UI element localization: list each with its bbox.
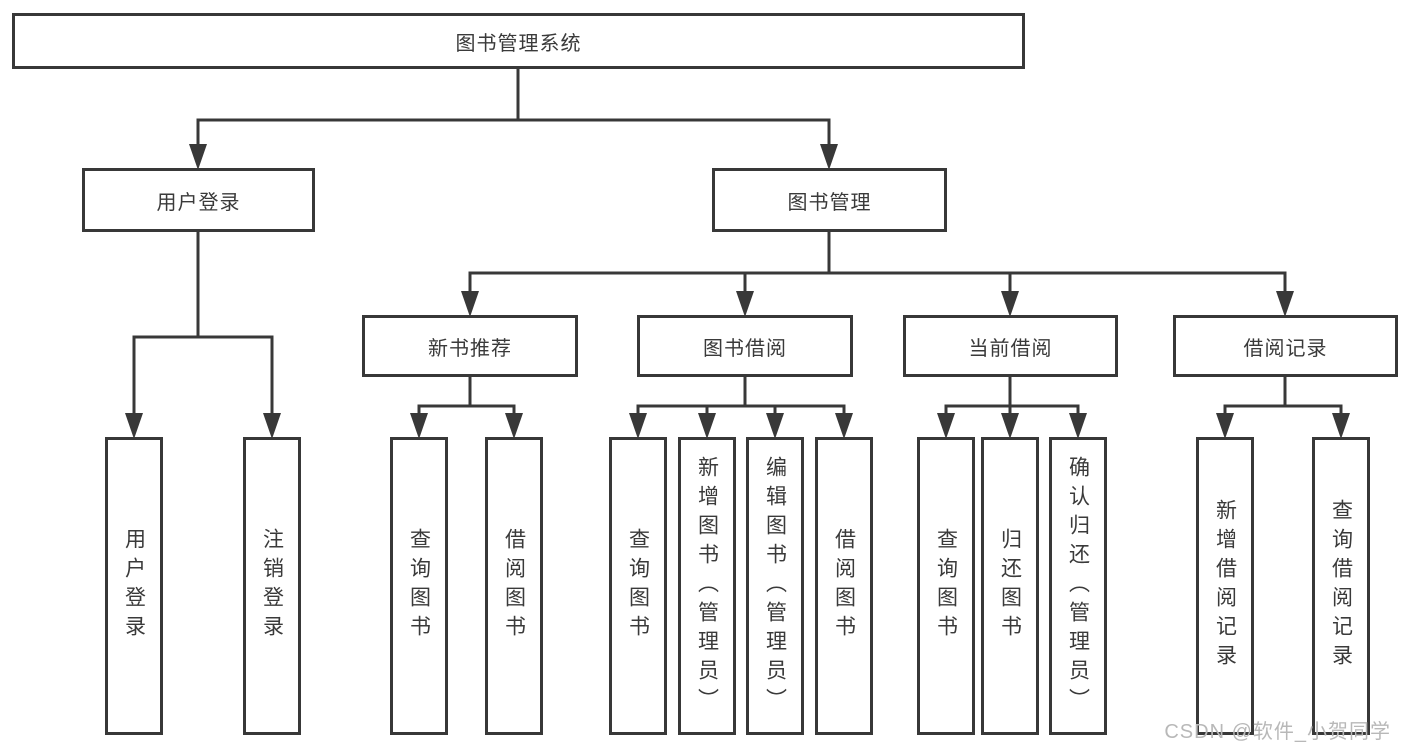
node-user-login-label: 用户登录 — [156, 191, 241, 214]
node-book-borrowing: 图书借阅 — [637, 315, 853, 377]
leaf-confirm-return-admin: 确认归还（管理员） — [1049, 437, 1107, 735]
node-borrowing-records: 借阅记录 — [1173, 315, 1398, 377]
node-current-borrowing: 当前借阅 — [903, 315, 1118, 377]
leaf-add-books-admin-label: 新增图书（管理员） — [695, 455, 719, 717]
node-current-borrowing-label: 当前借阅 — [968, 337, 1053, 360]
leaf-logout-label: 注销登录 — [260, 528, 284, 644]
leaf-rec-borrow-books: 借阅图书 — [485, 437, 543, 735]
leaf-edit-books-admin: 编辑图书（管理员） — [746, 437, 804, 735]
node-new-book-recommendation-label: 新书推荐 — [428, 337, 512, 360]
csdn-watermark: CSDN @软件_小贺同学 — [1164, 721, 1391, 743]
leaf-return-books-label: 归还图书 — [998, 528, 1022, 644]
node-user-login: 用户登录 — [82, 168, 315, 232]
leaf-rec-query-books-label: 查询图书 — [407, 528, 431, 644]
leaf-rec-query-books: 查询图书 — [390, 437, 448, 735]
leaf-query-borrow-record-label: 查询借阅记录 — [1329, 499, 1353, 673]
node-book-management: 图书管理 — [712, 168, 947, 232]
leaf-confirm-return-admin-label: 确认归还（管理员） — [1066, 455, 1090, 717]
leaf-add-borrow-record-label: 新增借阅记录 — [1213, 499, 1237, 673]
node-root-system: 图书管理系统 — [12, 13, 1025, 69]
leaf-return-books: 归还图书 — [981, 437, 1039, 735]
node-book-borrowing-label: 图书借阅 — [703, 337, 787, 360]
node-root-label: 图书管理系统 — [455, 32, 582, 55]
node-new-book-recommendation: 新书推荐 — [362, 315, 578, 377]
leaf-borrow-books-label: 借阅图书 — [832, 528, 856, 644]
leaf-borrow-query-books-label: 查询图书 — [626, 528, 650, 644]
leaf-current-query-books: 查询图书 — [917, 437, 975, 735]
node-borrowing-records-label: 借阅记录 — [1243, 337, 1328, 360]
leaf-user-login: 用户登录 — [105, 437, 163, 735]
node-book-management-label: 图书管理 — [787, 191, 872, 214]
leaf-user-login-label: 用户登录 — [122, 528, 146, 644]
leaf-add-borrow-record: 新增借阅记录 — [1196, 437, 1254, 735]
leaf-borrow-books: 借阅图书 — [815, 437, 873, 735]
leaf-borrow-query-books: 查询图书 — [609, 437, 667, 735]
leaf-logout: 注销登录 — [243, 437, 301, 735]
leaf-edit-books-admin-label: 编辑图书（管理员） — [763, 455, 787, 717]
leaf-add-books-admin: 新增图书（管理员） — [678, 437, 736, 735]
leaf-rec-borrow-books-label: 借阅图书 — [502, 528, 526, 644]
leaf-current-query-books-label: 查询图书 — [934, 528, 958, 644]
leaf-query-borrow-record: 查询借阅记录 — [1312, 437, 1370, 735]
